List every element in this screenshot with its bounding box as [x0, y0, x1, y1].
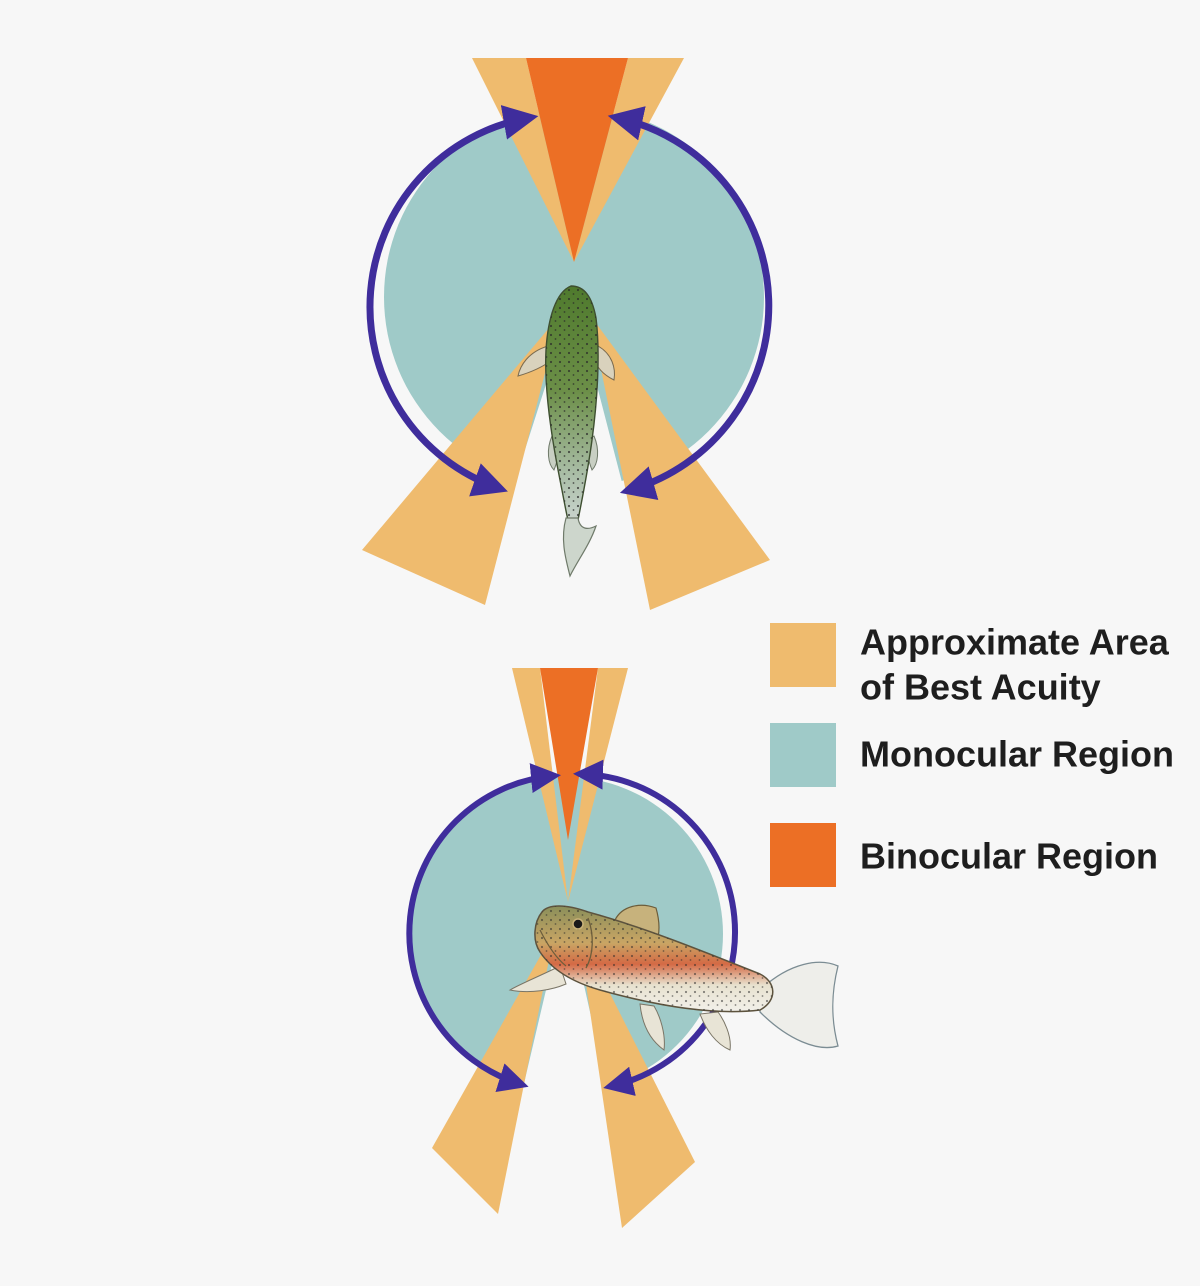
legend-swatch-monocular	[770, 723, 836, 787]
top-left-field-arrow	[366, 105, 539, 497]
legend-swatch-binocular	[770, 823, 836, 887]
trout-top-view	[517, 285, 615, 578]
legend: Approximate Area of Best Acuity Monocula…	[770, 622, 1174, 887]
top-right-field-arrow	[607, 106, 773, 500]
side-view-figure	[406, 668, 839, 1228]
top-view-figure	[362, 58, 773, 610]
legend-binocular-label: Binocular Region	[860, 836, 1158, 877]
trout-side-view	[508, 904, 839, 1051]
legend-acuity-line1: Approximate Area	[860, 622, 1170, 663]
side-binocular-region	[540, 668, 598, 840]
legend-swatch-acuity	[770, 623, 836, 687]
legend-monocular-label: Monocular Region	[860, 734, 1174, 775]
side-right-field-arrow	[573, 759, 738, 1096]
top-binocular-region	[526, 58, 628, 262]
legend-acuity-line2: of Best Acuity	[860, 667, 1101, 708]
side-left-field-arrow	[406, 763, 561, 1092]
